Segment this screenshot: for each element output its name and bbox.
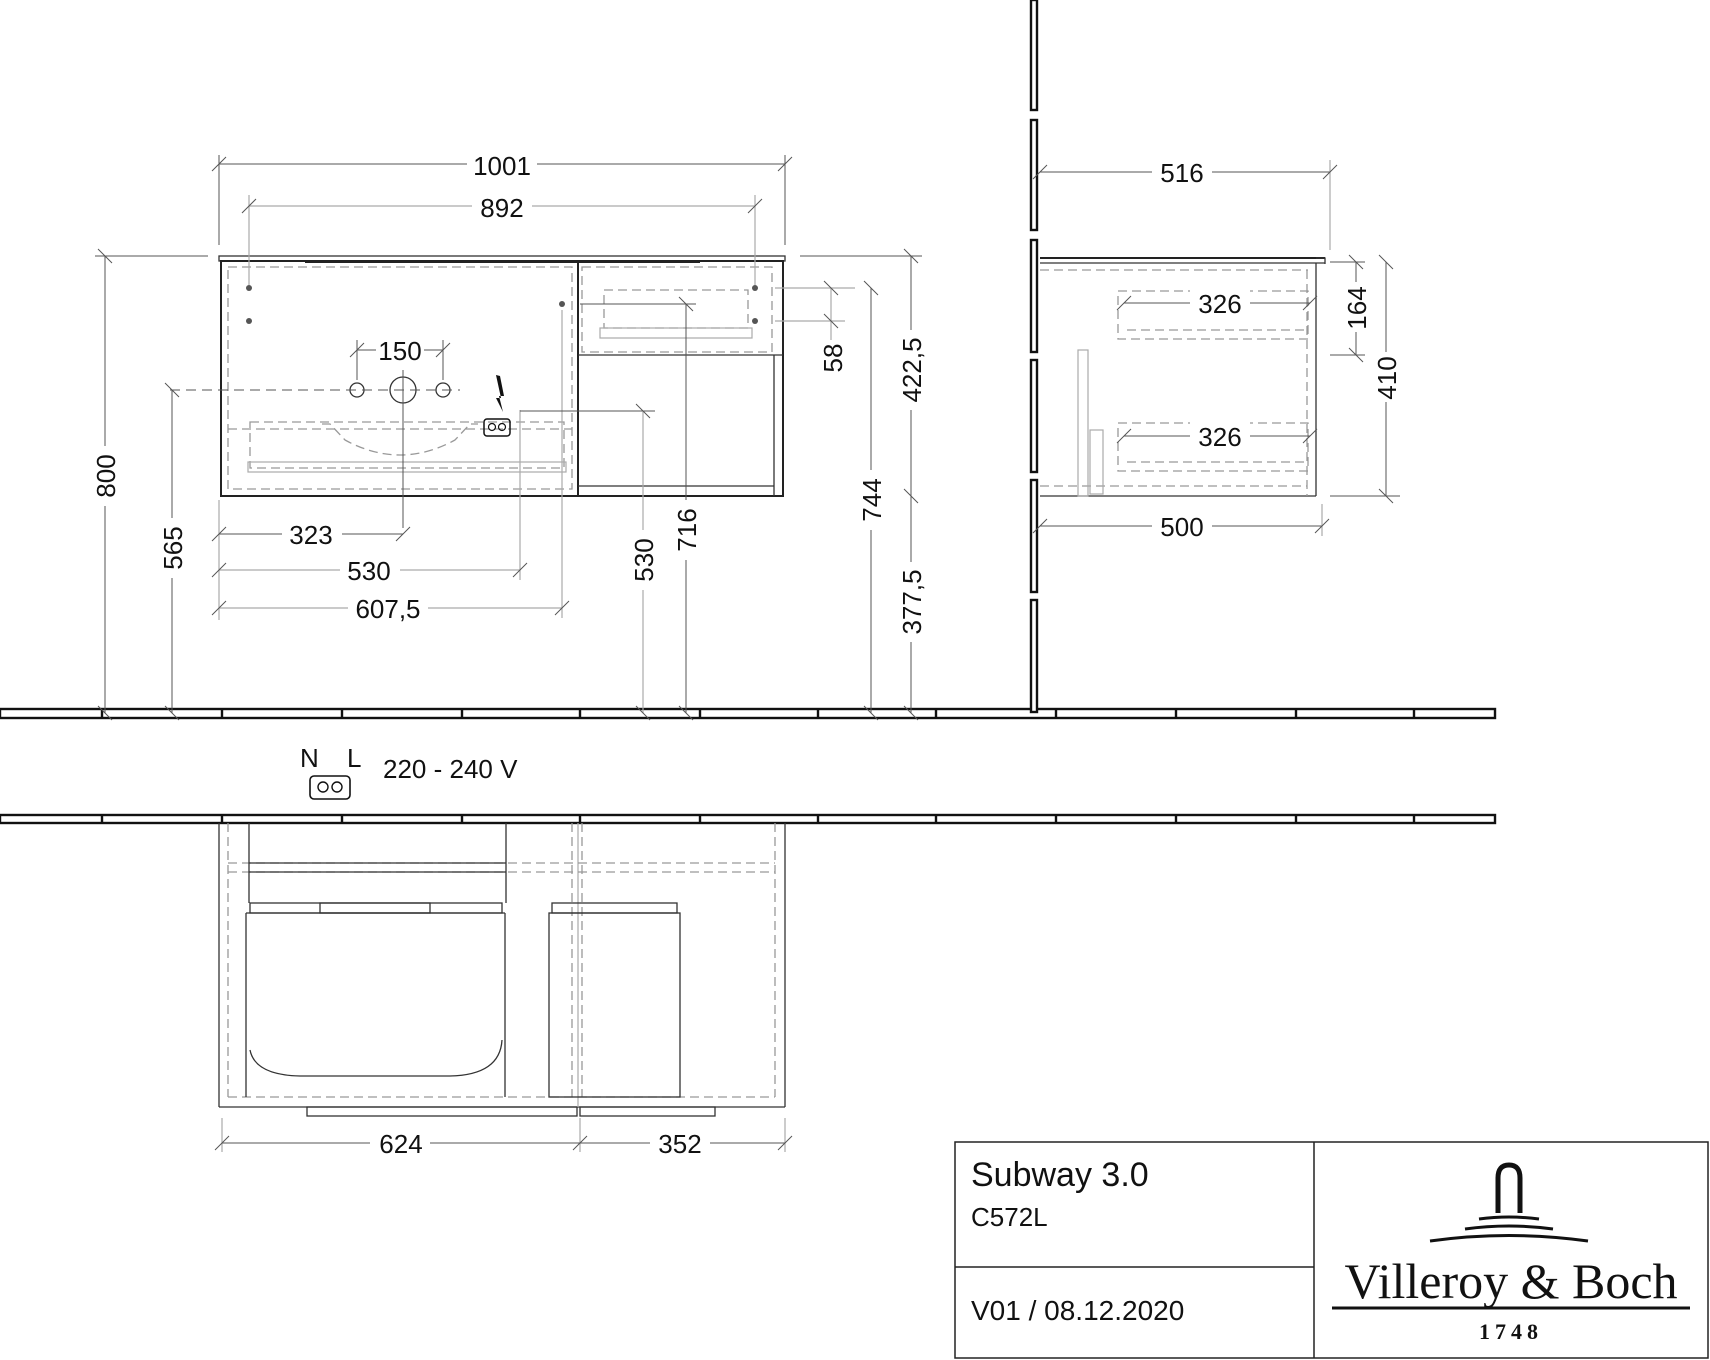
dim-label-right-width: 352	[658, 1129, 701, 1159]
dim-label-cabinet-height: 422,5	[897, 337, 927, 402]
dim-label-top-drawer-height: 164	[1342, 286, 1372, 329]
side-wall	[1029, 0, 1039, 714]
floor-line	[0, 707, 1497, 720]
dim-label-tap-spacing: 150	[378, 336, 421, 366]
voltage-label: 220 - 240 V	[383, 754, 518, 784]
dim-label-fixing-height: 716	[672, 508, 702, 551]
brand-year: 1748	[1479, 1319, 1543, 1344]
dim-label-drain-height: 565	[158, 526, 188, 569]
title-block	[954, 1141, 1709, 1359]
dim-150	[349, 336, 451, 380]
front-view-cabinet	[170, 255, 786, 528]
plan-view-cabinet	[218, 823, 786, 1117]
dim-label-left-width: 624	[379, 1129, 422, 1159]
dim-800	[92, 248, 208, 721]
electric-hazard-icon	[496, 375, 504, 412]
dim-58	[775, 280, 855, 340]
dim-label-top-fixing-height: 744	[857, 478, 887, 521]
dim-label-top-drawer-depth: 326	[1198, 289, 1241, 319]
brand-name: Villeroy & Boch	[1344, 1253, 1677, 1309]
brand-logo-icon	[1429, 1162, 1589, 1243]
dim-565	[159, 382, 185, 721]
version-date: V01 / 08.12.2020	[971, 1295, 1184, 1326]
wall-line-plan	[0, 813, 1497, 825]
dim-323-530-607	[211, 310, 570, 622]
product-name: Subway 3.0	[971, 1156, 1149, 1194]
dim-label-body-height: 410	[1372, 356, 1402, 399]
dim-892	[241, 192, 763, 285]
dim-326-top	[1116, 290, 1318, 318]
dim-label-bottom-drawer-depth: 326	[1198, 422, 1241, 452]
live-label: L	[347, 743, 361, 773]
socket-icon-front	[483, 418, 511, 437]
dim-label-overall-width: 1001	[473, 151, 531, 181]
dim-624-352	[214, 1118, 793, 1158]
dim-label-fixing-offset: 607,5	[355, 594, 420, 624]
dim-label-overall-height: 800	[91, 454, 121, 497]
dim-516	[1032, 158, 1338, 250]
dim-label-socket-height: 530	[629, 538, 659, 581]
side-view-cabinet	[1040, 257, 1326, 497]
dim-164	[1330, 254, 1369, 363]
article-code: C572L	[971, 1202, 1048, 1232]
dim-label-floor-clearance: 377,5	[897, 569, 927, 634]
socket-icon-legend	[309, 775, 351, 800]
dim-label-side-depth: 516	[1160, 158, 1203, 188]
dim-label-body-depth: 500	[1160, 512, 1203, 542]
dim-500	[1032, 504, 1330, 540]
neutral-label: N	[300, 743, 319, 773]
dim-530-vertical	[520, 403, 656, 721]
dim-label-drain-offset: 323	[289, 520, 332, 550]
dim-410	[1330, 254, 1400, 504]
dim-716	[580, 296, 699, 721]
dim-326-bottom	[1116, 422, 1318, 450]
dim-422-377	[800, 248, 924, 721]
dim-label-socket-offset: 530	[347, 556, 390, 586]
dim-label-inner-width: 892	[480, 193, 523, 223]
dim-1001	[211, 150, 793, 245]
dim-744	[858, 280, 884, 721]
dim-label-drawer-fixing-spacing: 58	[818, 344, 848, 373]
